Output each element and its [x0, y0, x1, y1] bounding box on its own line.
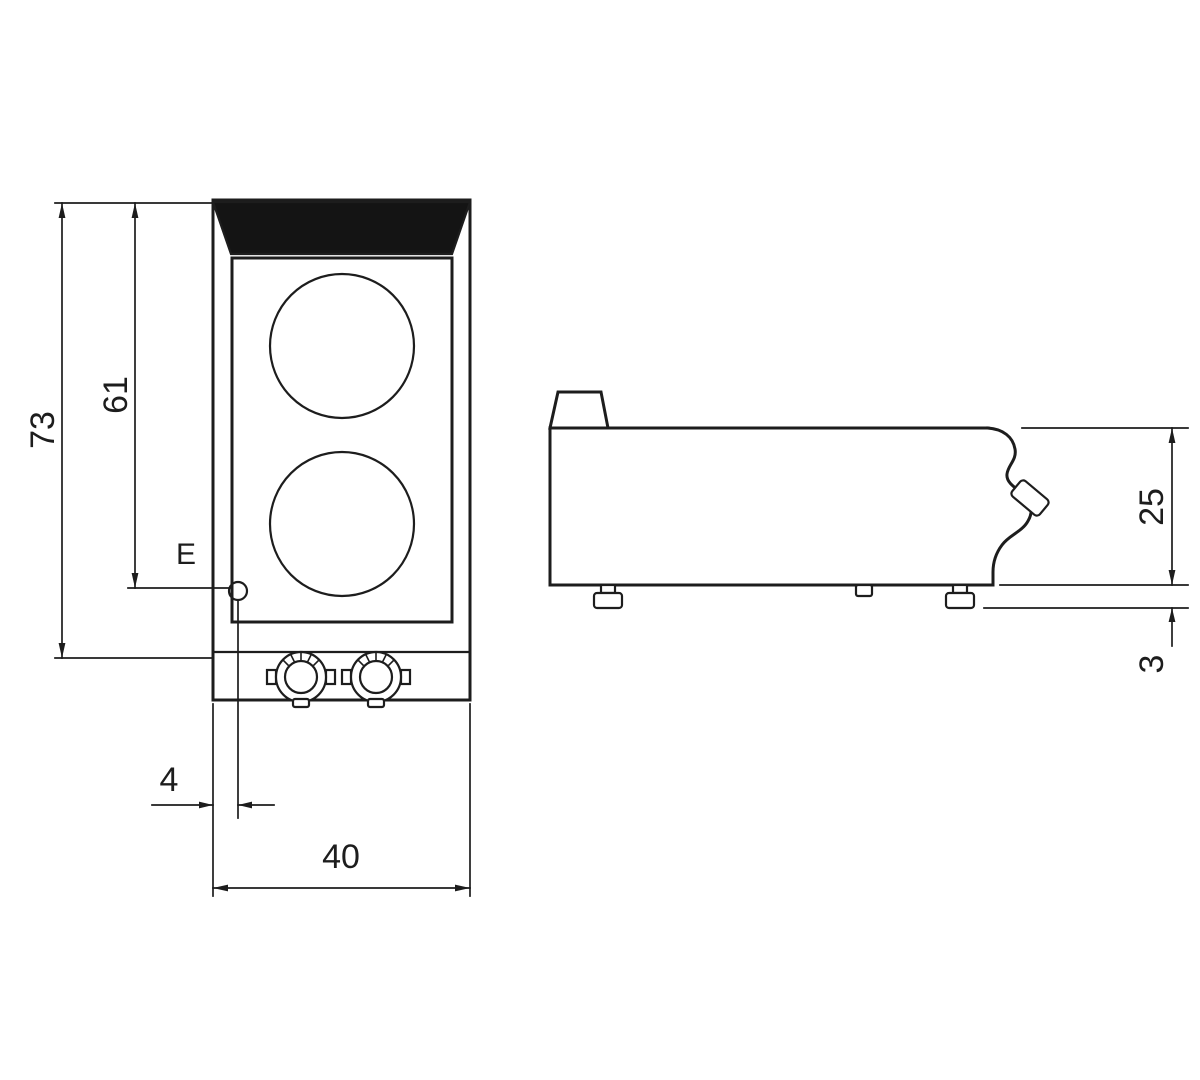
- foot-stem: [951, 583, 969, 595]
- control-knob-right: [340, 650, 412, 709]
- label-offset-connection: 4: [160, 761, 179, 799]
- label-height-body: 25: [1133, 488, 1171, 526]
- knob-lug: [340, 668, 353, 686]
- arrow-3-bottom: [1168, 608, 1176, 622]
- top-view-body-outline: [211, 198, 472, 702]
- cooking-zone-front: [268, 450, 416, 598]
- label-depth-cooktop: 61: [97, 376, 135, 414]
- side-body-outline: [548, 426, 995, 587]
- knob-inner-ring: [283, 659, 319, 695]
- arrow-40-right: [455, 884, 470, 892]
- center-tab: [854, 583, 874, 598]
- knob-lug: [399, 668, 412, 686]
- label-height-feet: 3: [1133, 655, 1171, 674]
- backsplash-panel: [211, 200, 472, 256]
- backsplash-side-profile: [548, 390, 610, 430]
- foot-stem: [599, 583, 617, 595]
- knob-lug: [324, 668, 337, 686]
- arrow-4-left: [199, 801, 213, 809]
- side-view: [548, 390, 1050, 610]
- side-knob: [1010, 479, 1050, 517]
- arrow-73-top: [58, 203, 66, 218]
- foot-right: [944, 583, 976, 610]
- dimension-labels: 73 61 E 4 40 25 3: [24, 376, 1171, 876]
- label-depth-total: 73: [24, 411, 62, 449]
- label-electric-connection: E: [176, 538, 196, 571]
- cooking-zone-rear: [268, 272, 416, 420]
- arrow-73-bottom: [58, 643, 66, 658]
- control-knob-left: [265, 650, 337, 709]
- arrow-61-top: [131, 203, 139, 218]
- arrow-61-bottom: [131, 573, 139, 588]
- foot-base: [944, 591, 976, 610]
- knob-lug: [265, 668, 278, 686]
- top-view: [211, 198, 472, 709]
- knob-inner-ring: [358, 659, 394, 695]
- foot-base: [592, 591, 624, 610]
- dimension-lines: [54, 202, 1189, 897]
- dimension-arrowheads: [58, 203, 1176, 892]
- arrow-40-left: [213, 884, 228, 892]
- connection-point-marker: [227, 580, 249, 602]
- knob-pointer: [366, 697, 386, 709]
- arrow-4-right: [238, 801, 252, 809]
- cooktop-glass-outline: [230, 256, 454, 624]
- foot-left: [592, 583, 624, 610]
- arrow-25-top: [1168, 428, 1176, 443]
- arrow-25-bottom: [1168, 570, 1176, 585]
- label-width-total: 40: [322, 838, 360, 876]
- knob-pointer: [291, 697, 311, 709]
